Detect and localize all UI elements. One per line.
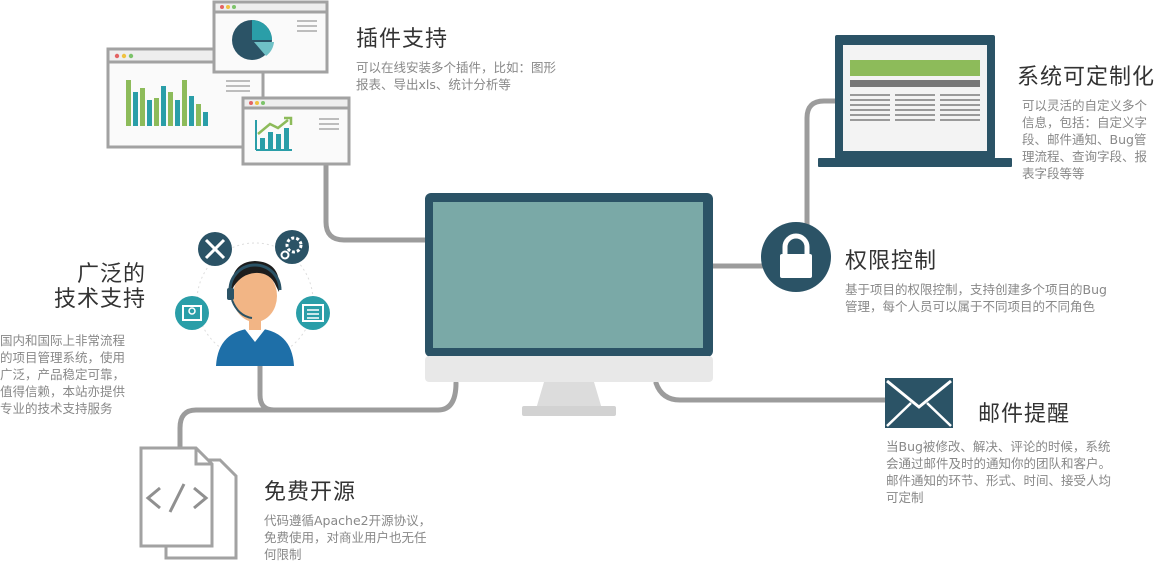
permission-desc: 基于项目的权限控制，支持创建多个项目的Bug 管理，每个人员可以属于不同项目的不… (845, 282, 1107, 314)
lock-icon (761, 222, 831, 292)
opensource-title: 免费开源 (264, 480, 357, 505)
support-agent-icon (175, 230, 330, 366)
opensource-illustration (138, 446, 242, 562)
browser-windows-icon (106, 0, 351, 166)
support-title: 广泛的 技术支持 (53, 262, 146, 312)
custom-desc: 可以灵活的自定义多个 信息，包括：自定义字 段、邮件通知、Bug管 理流程、查询… (1022, 98, 1148, 181)
permission-title: 权限控制 (845, 249, 938, 274)
support-illustration (172, 226, 337, 371)
custom-illustration (816, 32, 1014, 170)
custom-title: 系统可定制化 (1017, 65, 1156, 90)
central-monitor (424, 192, 714, 418)
permission-illustration (760, 221, 832, 293)
envelope-icon (885, 378, 953, 428)
plugins-desc: 可以在线安装多个插件，比如：图形 报表、导出xls、统计分析等 (356, 60, 557, 92)
code-document-icon (139, 446, 238, 560)
email-title: 邮件提醒 (978, 402, 1071, 427)
email-illustration (884, 377, 954, 429)
email-desc: 当Bug被修改、解决、评论的时候，系统 会通过邮件及时的通知你的团队和客户。 邮… (886, 439, 1112, 505)
support-desc: 国内和国际上非常流程 的项目管理系统，使用 广泛，产品稳定可靠， 值得信赖，本站… (0, 333, 126, 416)
plugins-title: 插件支持 (356, 27, 449, 52)
laptop-icon (818, 35, 1012, 167)
monitor-icon (425, 193, 713, 416)
opensource-desc: 代码遵循Apache2开源协议， 免费使用，对商业用户也无任 何限制 (264, 513, 432, 562)
plugins-illustration (106, 0, 356, 168)
